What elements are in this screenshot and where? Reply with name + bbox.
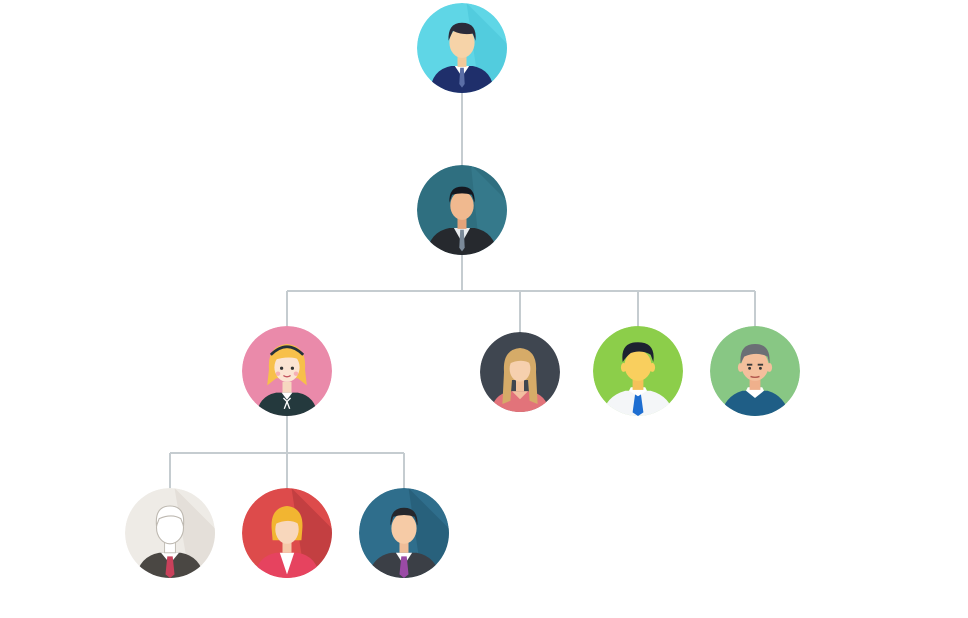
older-man-avatar-icon bbox=[710, 326, 800, 416]
avatar-manager[interactable] bbox=[417, 165, 507, 255]
avatar-report-2[interactable] bbox=[242, 488, 332, 578]
businesswoman-avatar-icon bbox=[242, 326, 332, 416]
man-avatar-icon bbox=[125, 488, 215, 578]
avatar-ceo[interactable] bbox=[417, 3, 507, 93]
businessman-avatar-icon bbox=[417, 3, 507, 93]
avatar-member-4[interactable] bbox=[480, 332, 560, 412]
avatar-report-1[interactable] bbox=[125, 488, 215, 578]
avatar-team-lead[interactable] bbox=[242, 326, 332, 416]
avatar-member-5[interactable] bbox=[593, 326, 683, 416]
businessman-avatar-icon bbox=[359, 488, 449, 578]
avatar-member-6[interactable] bbox=[710, 326, 800, 416]
avatar-report-3[interactable] bbox=[359, 488, 449, 578]
woman-avatar-icon bbox=[480, 332, 560, 412]
businessman-avatar-icon bbox=[417, 165, 507, 255]
businesswoman-avatar-icon bbox=[242, 488, 332, 578]
man-avatar-icon bbox=[593, 326, 683, 416]
